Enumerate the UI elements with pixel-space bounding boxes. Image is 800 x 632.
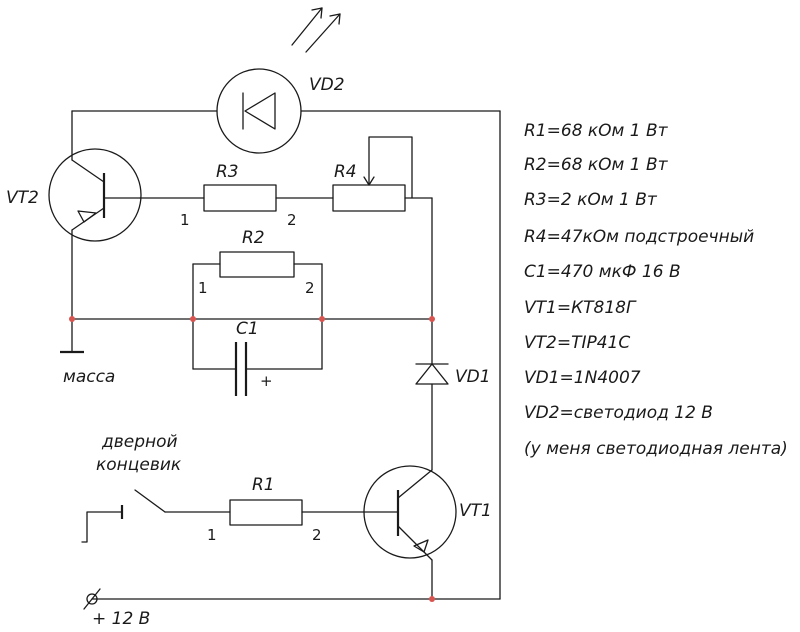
r3-pin-1: 1	[180, 211, 190, 229]
r3-pin-2: 2	[287, 211, 297, 229]
r3-label: R3	[216, 162, 239, 182]
vt1-label: VT1	[459, 501, 492, 521]
c1-label: C1	[236, 319, 259, 339]
r2-resistor	[219, 251, 295, 278]
spec-r4: R4=47кОм подстроечный	[524, 227, 754, 247]
r2-pin-2: 2	[305, 279, 315, 297]
vt2-transistor	[48, 148, 142, 242]
spec-vt1: VT1=КТ818Г	[524, 298, 637, 318]
r1-pin-1: 1	[207, 526, 217, 544]
spec-list: R1=68 кОм 1 Вт R2=68 кОм 1 Вт R3=2 кОм 1…	[524, 121, 788, 459]
r4-label: R4	[334, 162, 357, 182]
r2-pin-1: 1	[198, 279, 208, 297]
spec-vt2: VT2=TIP41C	[524, 333, 630, 353]
ground-label: масса	[63, 367, 115, 387]
vt1-transistor	[363, 465, 457, 561]
r1-resistor	[229, 499, 303, 526]
spec-vd2: VD2=светодиод 12 В	[524, 403, 713, 423]
spec-c1: C1=470 мкФ 16 В	[524, 262, 681, 282]
c1-plus-sign: +	[260, 372, 273, 390]
junction-dots	[69, 316, 435, 602]
supply-terminal	[83, 588, 101, 610]
vd2-led	[216, 7, 341, 154]
switch-label-line-1: дверной	[101, 432, 178, 452]
vd2-label: VD2	[309, 75, 345, 95]
door-switch	[81, 489, 166, 543]
vd1-label: VD1	[455, 367, 491, 387]
spec-vd1: VD1=1N4007	[524, 368, 641, 388]
vt2-label: VT2	[6, 188, 39, 208]
r4-trimmer	[332, 136, 413, 212]
r1-label: R1	[252, 475, 275, 495]
spec-r1: R1=68 кОм 1 Вт	[524, 121, 669, 141]
spec-r2: R2=68 кОм 1 Вт	[524, 155, 669, 175]
spec-r3: R3=2 кОм 1 Вт	[524, 190, 658, 210]
spec-note: (у меня светодиодная лента)	[524, 439, 788, 459]
c1-capacitor	[234, 342, 248, 396]
supply-label: + 12 В	[92, 609, 150, 629]
switch-label-line-2: концевик	[96, 455, 182, 475]
wires	[71, 110, 501, 600]
vd1-diode	[415, 363, 449, 385]
r2-label: R2	[242, 228, 265, 248]
r3-resistor	[203, 184, 277, 212]
r1-pin-2: 2	[312, 526, 322, 544]
